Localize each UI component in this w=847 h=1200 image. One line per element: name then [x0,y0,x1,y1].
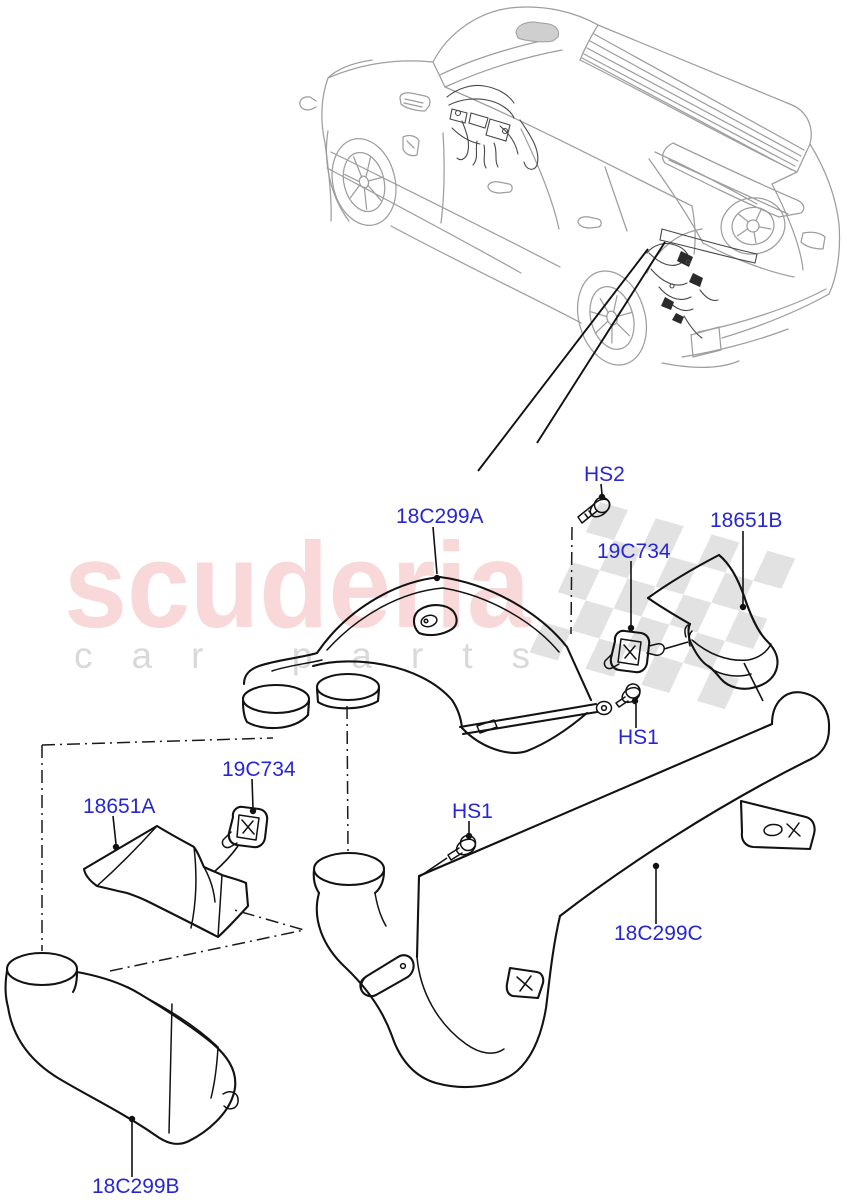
part-19C734-clip-upper [603,629,689,674]
leader-line [432,526,438,575]
side-mirror [299,96,317,111]
alignment-dash-dot-lines [41,526,573,972]
part-18C299A-duct [241,575,613,754]
part-18C299B-duct [4,951,239,1145]
sunroof-detail [515,21,560,43]
label-hs1-upper[interactable]: HS1 [618,726,659,749]
watermark-brand-text: scuderia [64,517,531,653]
part-HS1-screw-left [418,834,477,878]
leader-line [600,483,603,495]
watermark-checkered-flag [529,502,796,710]
vehicle-line-drawing [299,6,841,368]
label-18651a[interactable]: 18651A [83,795,155,818]
mounting-tab [505,966,545,1000]
leader-dot [128,1115,136,1123]
part-HS1-screw-upper [615,683,641,708]
callout-labels: HS2 18C299A 19C734 18651B HS1 19C734 186… [83,463,782,1198]
rear-wheel [577,270,647,366]
leader-dot [465,832,473,840]
part-18651B-cover [646,553,779,702]
label-hs2[interactable]: HS2 [584,463,625,486]
connector-stub [359,954,415,998]
label-hs1-left[interactable]: HS1 [452,800,493,823]
label-18c299c[interactable]: 18C299C [614,922,703,945]
spare-wheel [720,197,786,255]
leader-dot [433,574,441,582]
leader-dot [631,697,639,705]
leader-dot [112,843,120,851]
label-18c299b[interactable]: 18C299B [92,1175,180,1198]
mounting-tab [739,799,816,851]
fender-vent [402,135,420,157]
dashboard-assembly-detail [446,84,539,170]
leader-dot [739,603,747,611]
door-handle [577,216,602,229]
rear-duct-assembly-detail [646,228,758,339]
part-18C299C-duct [312,691,831,1089]
label-18651b[interactable]: 18651B [710,509,782,532]
fender-vent [399,92,431,112]
leader-dot [627,624,635,632]
label-18c299a[interactable]: 18C299A [396,505,484,528]
door-handle [487,181,513,194]
exploded-parts [4,496,831,1145]
leader-dot [249,807,257,815]
leader-dot [652,862,660,870]
mounting-tab [412,604,458,637]
front-wheel [331,138,397,226]
label-19c734-upper[interactable]: 19C734 [597,540,671,563]
label-19c734-left[interactable]: 19C734 [222,758,296,781]
zoom-pointer-lines [477,241,666,472]
leader-line [112,815,117,845]
part-19C734-clip-left [213,805,269,873]
leader-dot [598,493,606,501]
leader-line [251,778,254,809]
part-18651A-cover [82,824,250,939]
